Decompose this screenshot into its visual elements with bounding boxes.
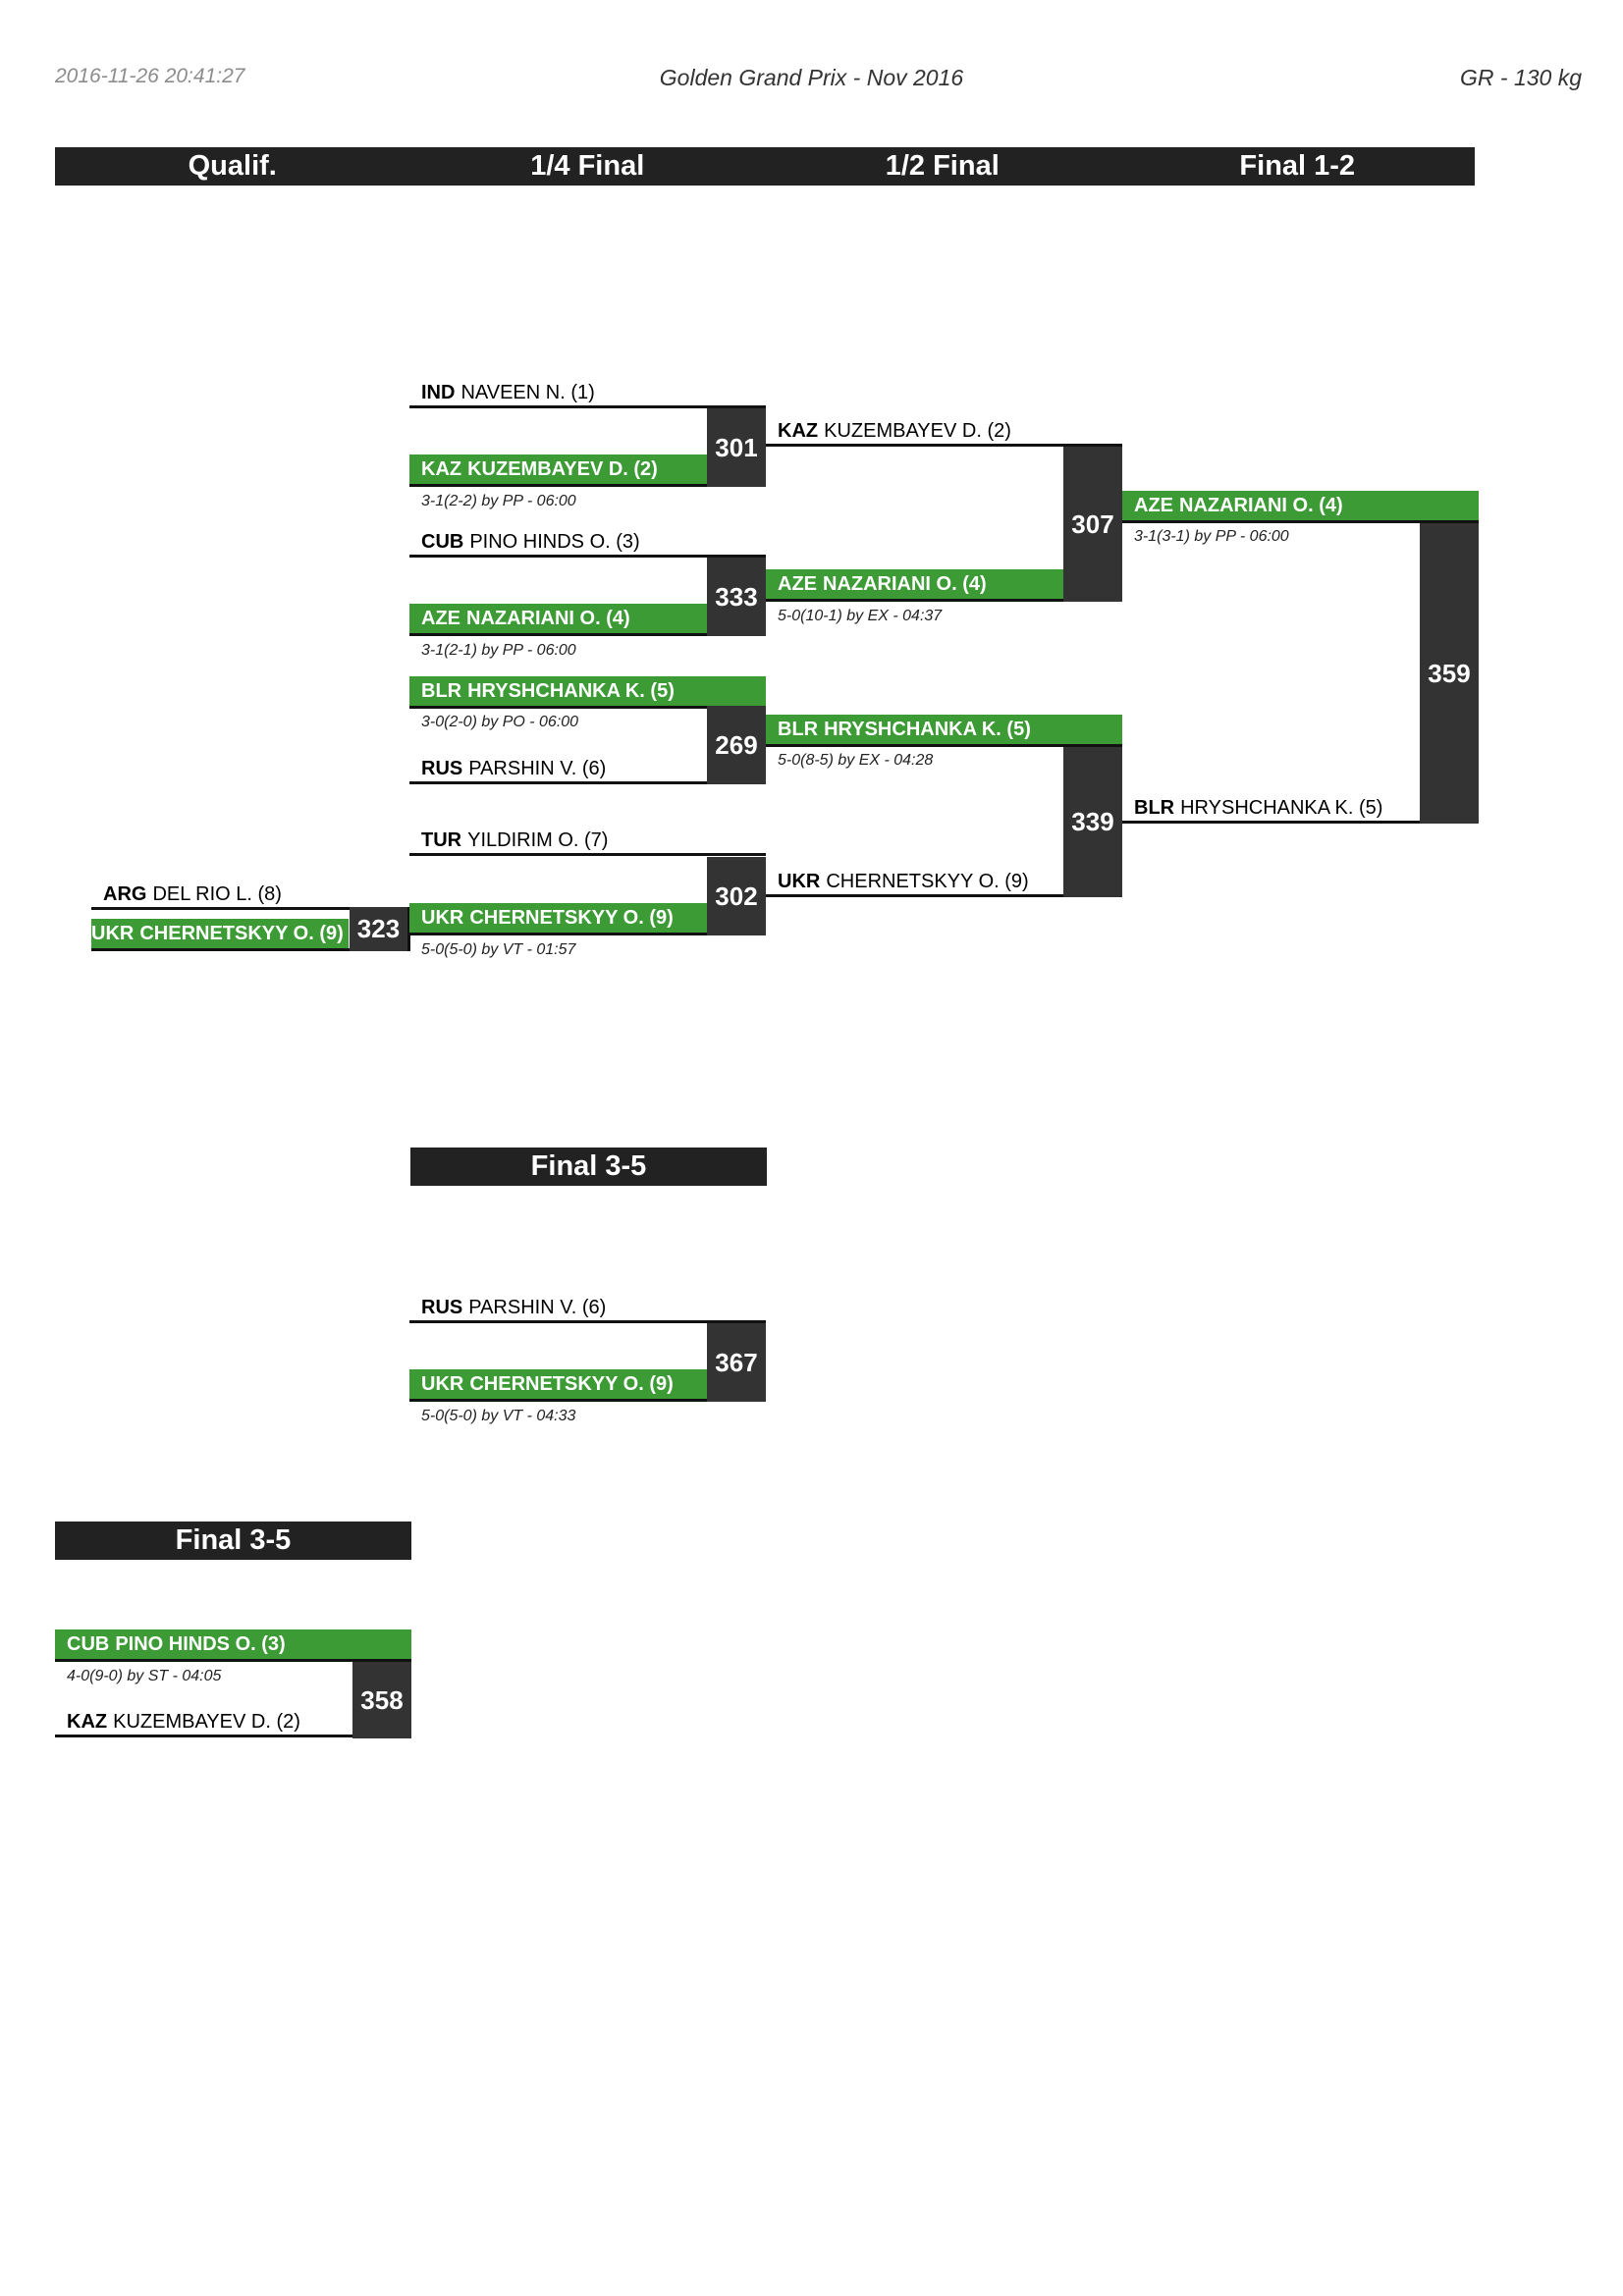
round-qualif: Qualif. [188,150,277,182]
bout-number-339: 339 [1063,747,1122,897]
round-quarter-final: 1/4 Final [530,150,645,182]
bout-number-302: 302 [707,857,766,935]
bracket-line [409,484,766,487]
bout-result-367: 5-0(5-0) by VT - 04:33 [421,1408,576,1424]
bracket-line [409,933,766,935]
round-final: Final 1-2 [1239,150,1356,182]
round-header-bar: Qualif. 1/4 Final 1/2 Final Final 1-2 [55,147,1475,186]
bout-result-339: 5-0(8-5) by EX - 04:28 [778,752,934,769]
bout-number-269: 269 [707,706,766,784]
weight-category: GR - 130 kg [1460,65,1582,90]
section-title-final-3-5-lower: Final 3-5 [55,1522,411,1560]
bout-number-367: 367 [707,1323,766,1402]
bracket-line [409,706,766,709]
bout-number-358: 358 [352,1662,411,1738]
bout-number-323: 323 [350,907,407,951]
bracket-line [91,948,407,951]
bout-number-359: 359 [1420,523,1479,824]
bout-number-307: 307 [1063,447,1122,602]
section-title-final-3-5: Final 3-5 [410,1148,767,1186]
bracket-line [409,1399,766,1402]
bout-number-333: 333 [707,558,766,636]
event-title: Golden Grand Prix - Nov 2016 [659,65,964,90]
round-semi-final: 1/2 Final [885,150,1000,182]
bout-result-359: 3-1(3-1) by PP - 06:00 [1134,528,1289,545]
bout-result-269: 3-0(2-0) by PO - 06:00 [421,714,579,730]
bout-result-358: 4-0(9-0) by ST - 04:05 [67,1668,222,1684]
bout-result-301: 3-1(2-2) by PP - 06:00 [421,493,576,509]
bout-result-302: 5-0(5-0) by VT - 01:57 [421,941,576,958]
bout-result-307: 5-0(10-1) by EX - 04:37 [778,608,943,624]
bracket-connector [407,907,410,951]
bout-result-333: 3-1(2-1) by PP - 06:00 [421,642,576,659]
bracket-line [766,744,1122,747]
bout-number-301: 301 [707,408,766,487]
bracket-line [55,1659,411,1662]
bracket-line [409,633,766,636]
bracket-line [1122,520,1479,523]
bracket-line [766,599,1122,602]
timestamp: 2016-11-26 20:41:27 [55,65,245,87]
